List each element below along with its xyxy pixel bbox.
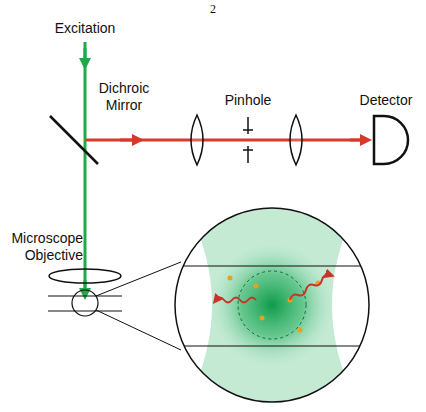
lens — [290, 115, 302, 165]
detector-symbol — [374, 116, 408, 164]
zoom-line — [96, 262, 181, 350]
objective-lens — [49, 269, 121, 283]
page-number: 2 — [210, 1, 216, 18]
pinhole-symbol — [243, 117, 253, 163]
beam-arrow — [120, 139, 138, 142]
lens — [191, 115, 203, 165]
beam-arrow — [84, 280, 87, 294]
excitation-beam — [84, 42, 87, 296]
dichroic-mirror — [50, 116, 98, 164]
zoom-circle-small — [72, 290, 98, 316]
beam-arrow — [84, 48, 87, 64]
magnified-focus — [170, 205, 380, 410]
part-label: Microscope Objective — [3, 230, 83, 264]
beam-arrow — [350, 139, 366, 142]
sample-slide — [48, 296, 122, 311]
beam-label: Excitation — [55, 20, 116, 37]
part-label: Pinhole — [225, 92, 272, 109]
part-label: Dichroic Mirror — [91, 80, 157, 114]
emission-beam — [86, 139, 366, 142]
part-label: Detector — [360, 92, 413, 109]
zoom-circle-large — [175, 208, 369, 402]
